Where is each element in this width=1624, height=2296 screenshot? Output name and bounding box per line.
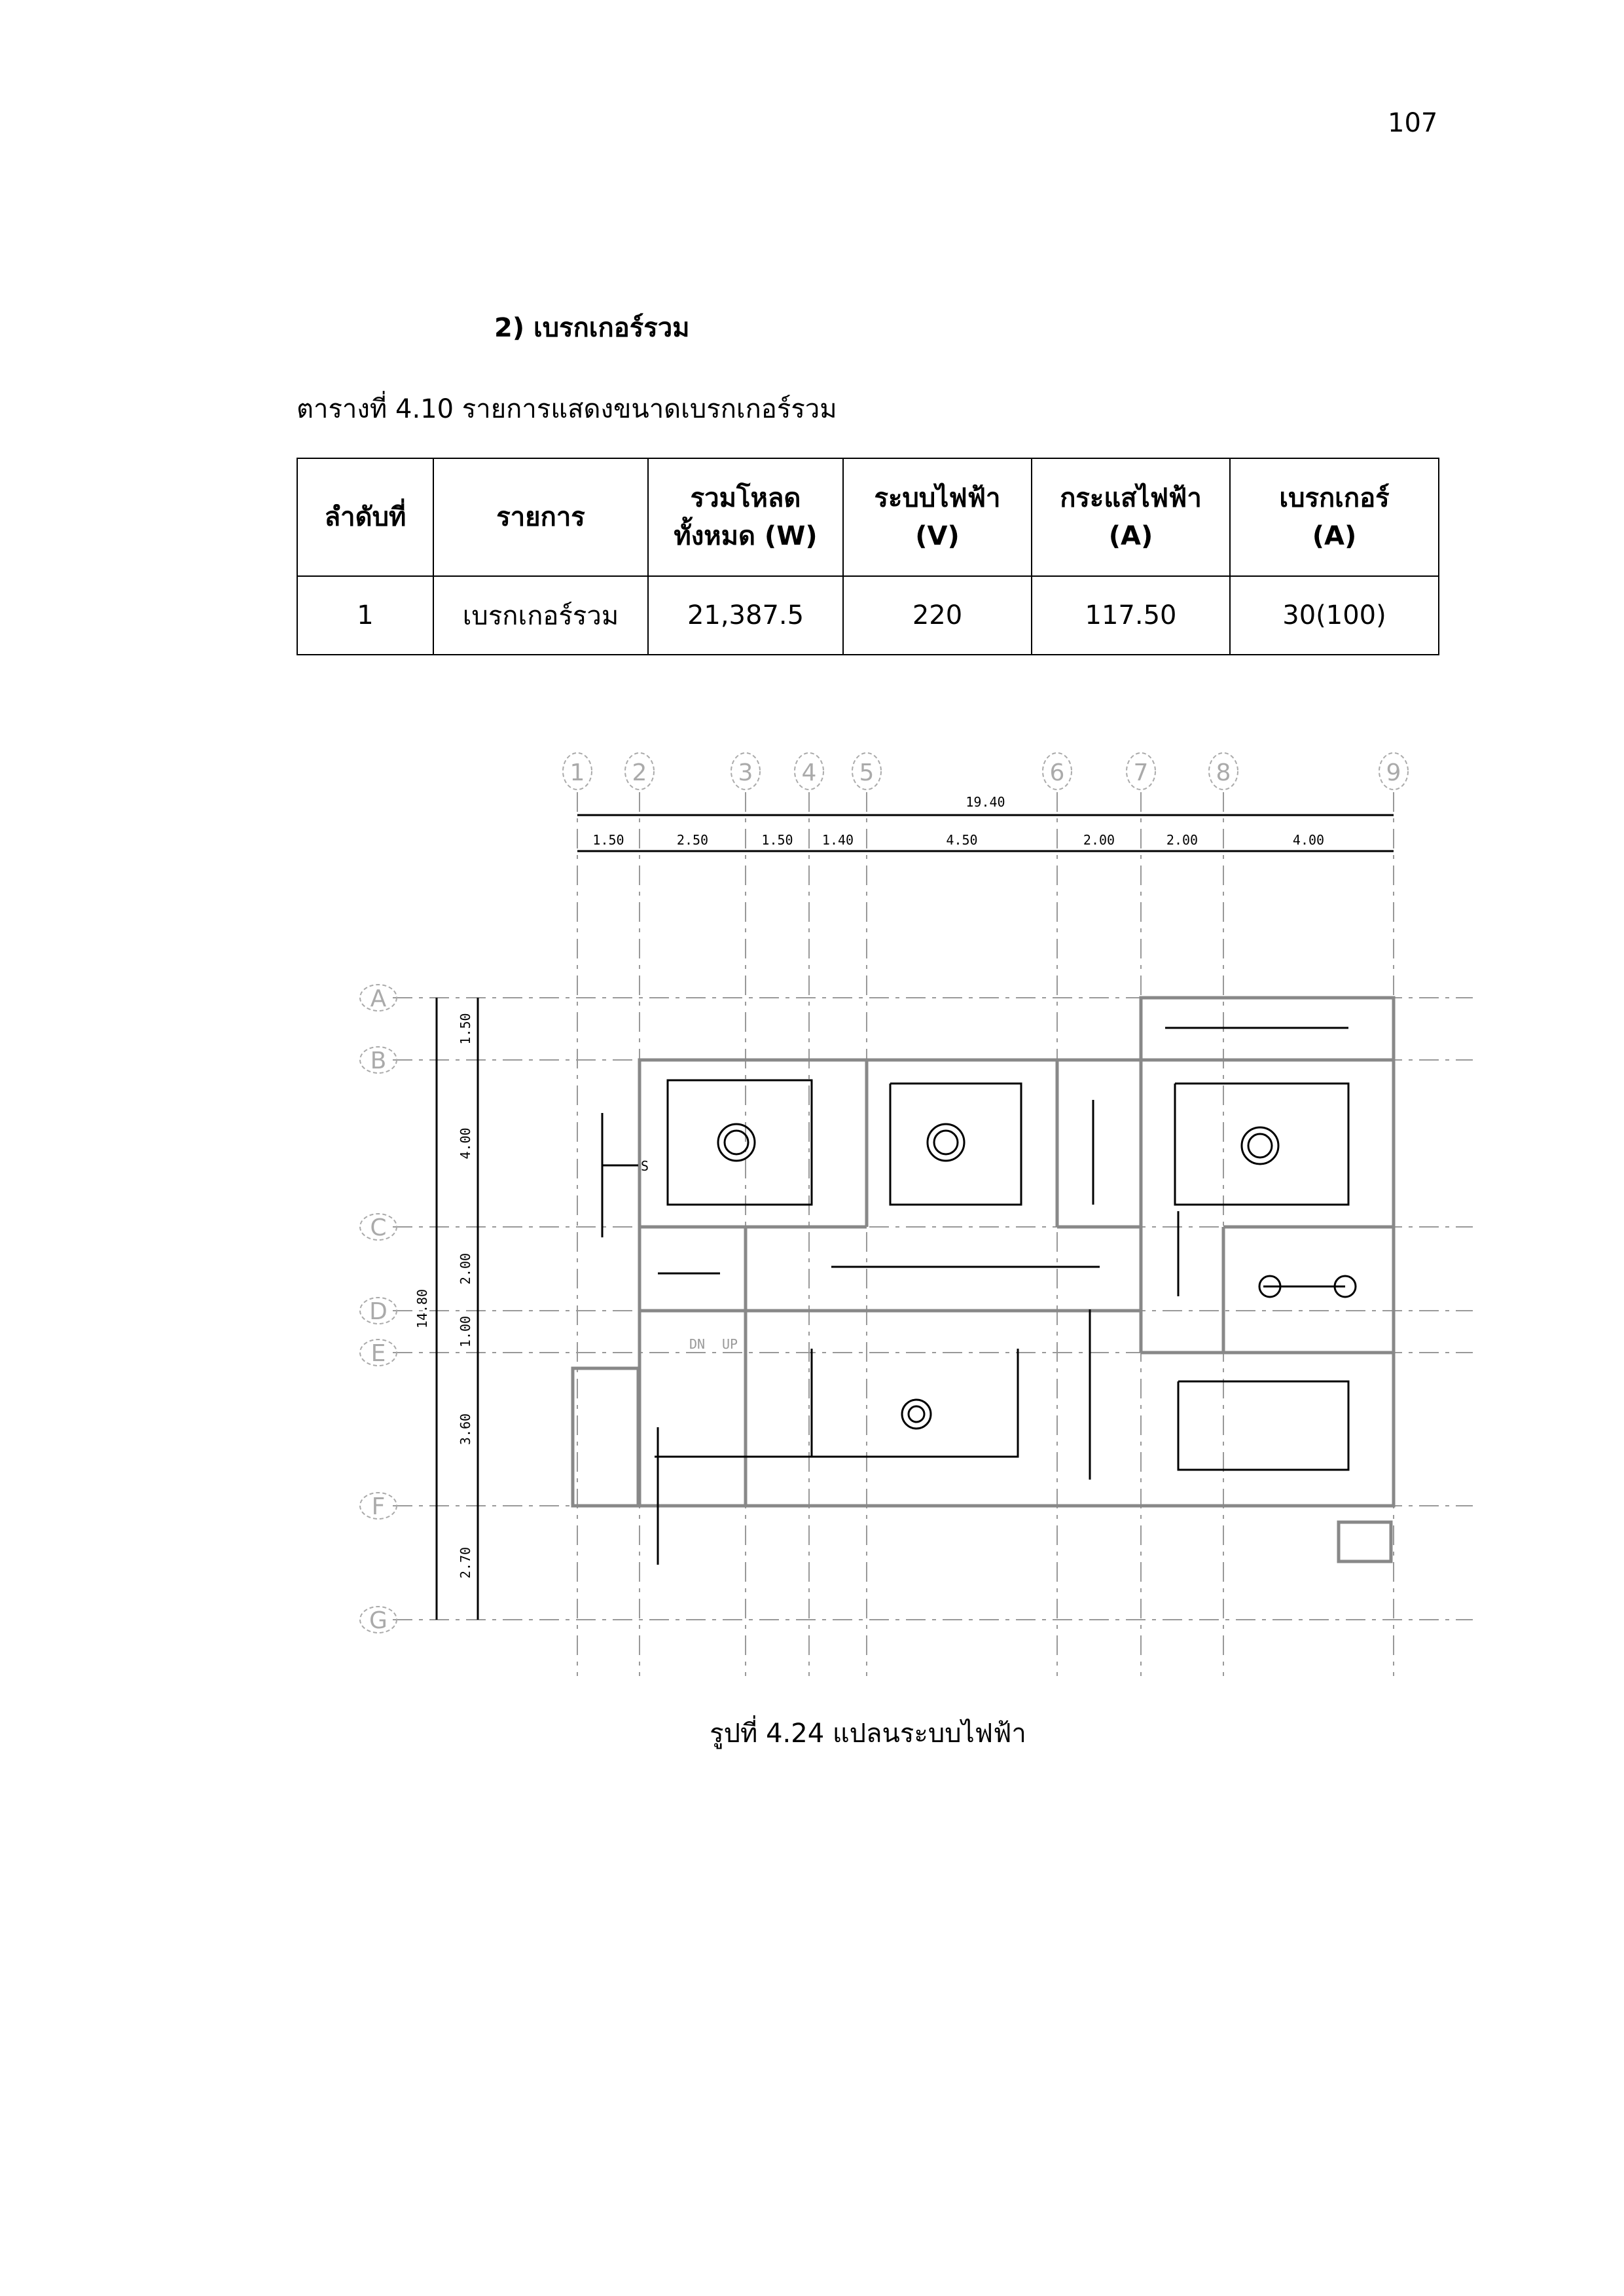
grid-label-row: C bbox=[370, 1214, 386, 1241]
grid-label-col: 3 bbox=[738, 759, 753, 786]
cell: 220 bbox=[842, 575, 1032, 655]
column-dim: 1.50 bbox=[592, 832, 624, 848]
grid-bubble bbox=[359, 1046, 397, 1074]
grid-label-row: A bbox=[370, 985, 387, 1012]
grid-label-col: 5 bbox=[859, 759, 875, 786]
grid-bubble bbox=[359, 1606, 397, 1633]
table-caption: ตารางที่ 4.10 รายการแสดงขนาดเบรกเกอร์รวม bbox=[297, 394, 837, 424]
grid-bubble bbox=[359, 1213, 397, 1241]
switch-label: S bbox=[641, 1158, 649, 1174]
col-header: รายการ bbox=[433, 458, 649, 577]
wiring bbox=[601, 1027, 1350, 1565]
grid-label-col: 6 bbox=[1050, 759, 1065, 786]
grid-bubble bbox=[359, 1492, 397, 1520]
column-dim: 1.40 bbox=[822, 832, 854, 848]
grid-label-row: F bbox=[372, 1493, 386, 1520]
overall-height-dim: 14.80 bbox=[414, 1289, 430, 1328]
grid-bubble bbox=[624, 752, 655, 790]
col-header: กระแสไฟฟ้า (A) bbox=[1031, 458, 1231, 577]
up-label: UP bbox=[722, 1336, 738, 1352]
col-header: ลำดับที่ bbox=[297, 458, 434, 577]
grid-label-row: G bbox=[369, 1607, 388, 1634]
grid-bubble bbox=[1042, 752, 1072, 790]
cell: เบรกเกอร์รวม bbox=[433, 575, 649, 655]
overall-width-dim: 19.40 bbox=[965, 794, 1005, 810]
grid-bubble bbox=[359, 984, 397, 1011]
column-dim: 2.00 bbox=[1083, 832, 1115, 848]
grid-label-col: 1 bbox=[570, 759, 585, 786]
column-dim: 4.00 bbox=[1293, 832, 1324, 848]
cell: 117.50 bbox=[1031, 575, 1231, 655]
table-header-row: ลำดับที่ รายการ รวมโหลด ทั้งหมด (W) ระบบ… bbox=[297, 458, 1439, 577]
grid-bubble bbox=[359, 1297, 397, 1324]
grid-label-col: 9 bbox=[1386, 759, 1401, 786]
page-number: 107 bbox=[1388, 108, 1438, 138]
grid-bubble bbox=[359, 1339, 397, 1366]
column-dim: 1.50 bbox=[761, 832, 793, 848]
col-header: รวมโหลด ทั้งหมด (W) bbox=[647, 458, 844, 577]
grid-bubble bbox=[731, 752, 761, 790]
grid-label-col: 8 bbox=[1216, 759, 1231, 786]
grid-bubble bbox=[562, 752, 592, 790]
grid-label-col: 4 bbox=[802, 759, 817, 786]
grid-label-row: E bbox=[371, 1340, 386, 1367]
breaker-table: ลำดับที่ รายการ รวมโหลด ทั้งหมด (W) ระบบ… bbox=[297, 458, 1439, 655]
grid-label-row: D bbox=[369, 1298, 388, 1325]
row-dim: 2.70 bbox=[458, 1547, 473, 1578]
table-row: 1 เบรกเกอร์รวม 21,387.5 220 117.50 30(10… bbox=[297, 575, 1439, 655]
row-dim: 1.50 bbox=[458, 1013, 473, 1044]
row-dim: 2.00 bbox=[458, 1253, 473, 1285]
grid-bubble bbox=[794, 752, 824, 790]
walls bbox=[571, 996, 1396, 1563]
grid-label-col: 2 bbox=[632, 759, 647, 786]
column-dim: 2.50 bbox=[677, 832, 708, 848]
grid-label-row: B bbox=[370, 1048, 387, 1074]
row-dim: 3.60 bbox=[458, 1413, 473, 1445]
column-dim: 4.50 bbox=[946, 832, 977, 848]
row-dim: 4.00 bbox=[458, 1127, 473, 1159]
row-dim: 1.00 bbox=[458, 1316, 473, 1347]
grid-bubble bbox=[852, 752, 882, 790]
grid-label-col: 7 bbox=[1134, 759, 1149, 786]
cell: 1 bbox=[297, 575, 434, 655]
grid-bubble bbox=[1379, 752, 1409, 790]
cell: 30(100) bbox=[1229, 575, 1439, 655]
cell: 21,387.5 bbox=[647, 575, 844, 655]
col-header: ระบบไฟฟ้า (V) bbox=[842, 458, 1032, 577]
figure-caption: รูปที่ 4.24 แปลนระบบไฟฟ้า bbox=[710, 1719, 1026, 1749]
ceiling-lights bbox=[717, 1123, 1357, 1430]
column-dim: 2.00 bbox=[1166, 832, 1198, 848]
grid-bubble bbox=[1126, 752, 1156, 790]
grid-bubble bbox=[1208, 752, 1238, 790]
dn-label: DN bbox=[689, 1336, 705, 1352]
col-header: เบรกเกอร์ (A) bbox=[1229, 458, 1439, 577]
section-heading: 2) เบรกเกอร์รวม bbox=[494, 313, 690, 343]
